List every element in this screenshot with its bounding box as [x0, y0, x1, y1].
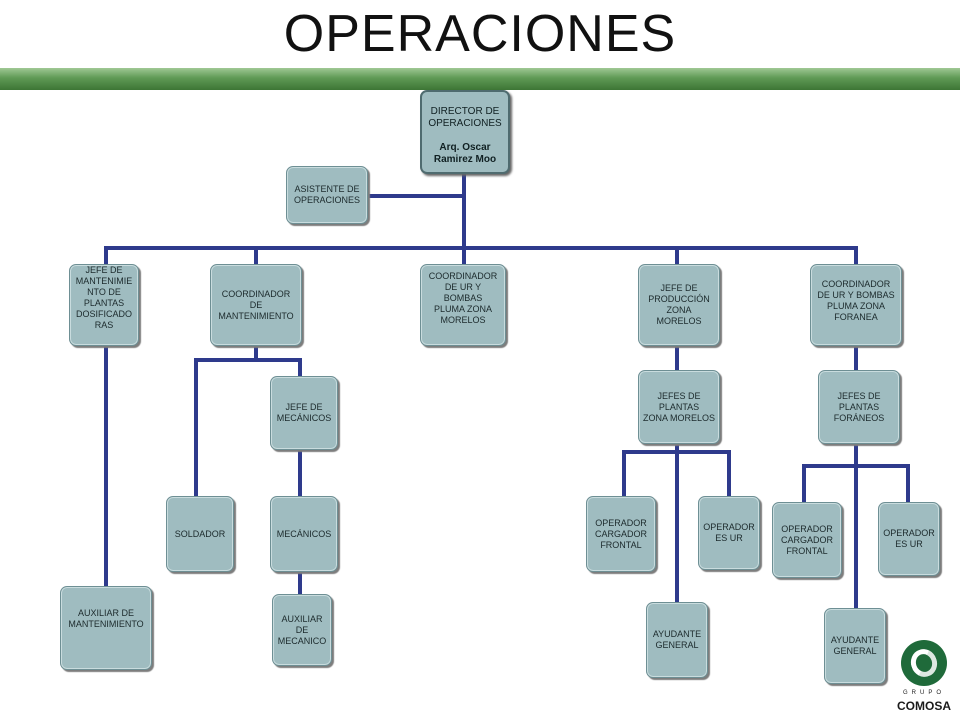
node-op-cargador-m: OPERADOR CARGADOR FRONTAL	[586, 496, 656, 572]
node-coord-ur-morelos: COORDINADOR DE UR Y BOMBAS PLUMA ZONA MO…	[420, 264, 506, 346]
node-coord-ur-foranea: COORDINADOR DE UR Y BOMBAS PLUMA ZONA FO…	[810, 264, 902, 346]
node-asistente: ASISTENTE DE OPERACIONES	[286, 166, 368, 224]
node-jefe-mant-dosif: JEFE DE MANTENIMIE NTO DE PLANTAS DOSIFI…	[69, 264, 139, 346]
director-name: Arq. Oscar Ramirez Moo	[433, 142, 497, 165]
node-coord-mant: COORDINADOR DE MANTENIMIENTO	[210, 264, 302, 346]
node-soldador: SOLDADOR	[166, 496, 234, 572]
comosa-swirl-icon	[901, 640, 947, 686]
node-jefes-plantas-foraneos: JEFES DE PLANTAS FORÁNEOS	[818, 370, 900, 444]
logo-grupo: GRUPO	[902, 690, 945, 696]
node-op-ur-f: OPERADOR ES UR	[878, 502, 940, 576]
page-title: OPERACIONES	[283, 5, 677, 63]
node-mecanicos: MECÁNICOS	[270, 496, 338, 572]
node-op-ur-m: OPERADOR ES UR	[698, 496, 760, 570]
node-jefe-mecanicos: JEFE DE MECÁNICOS	[270, 376, 338, 450]
node-aux-mant: AUXILIAR DE MANTENIMIENTO	[60, 586, 152, 670]
node-ayudante-f: AYUDANTE GENERAL	[824, 608, 886, 684]
logo-name: COMOSA	[897, 699, 951, 713]
node-ayudante-m: AYUDANTE GENERAL	[646, 602, 708, 678]
node-jefe-prod-morelos: JEFE DE PRODUCCIÓN ZONA MORELOS	[638, 264, 720, 346]
header-band	[0, 68, 960, 90]
node-director: DIRECTOR DE OPERACIONES Arq. Oscar Ramir…	[420, 90, 510, 174]
node-aux-mecanico: AUXILIAR DE MECANICO	[272, 594, 332, 666]
node-jefes-plantas-morelos: JEFES DE PLANTAS ZONA MORELOS	[638, 370, 720, 444]
director-title: DIRECTOR DE OPERACIONES	[428, 106, 502, 129]
comosa-logo: GRUPO COMOSA	[893, 640, 955, 718]
node-op-cargador-f: OPERADOR CARGADOR FRONTAL	[772, 502, 842, 578]
